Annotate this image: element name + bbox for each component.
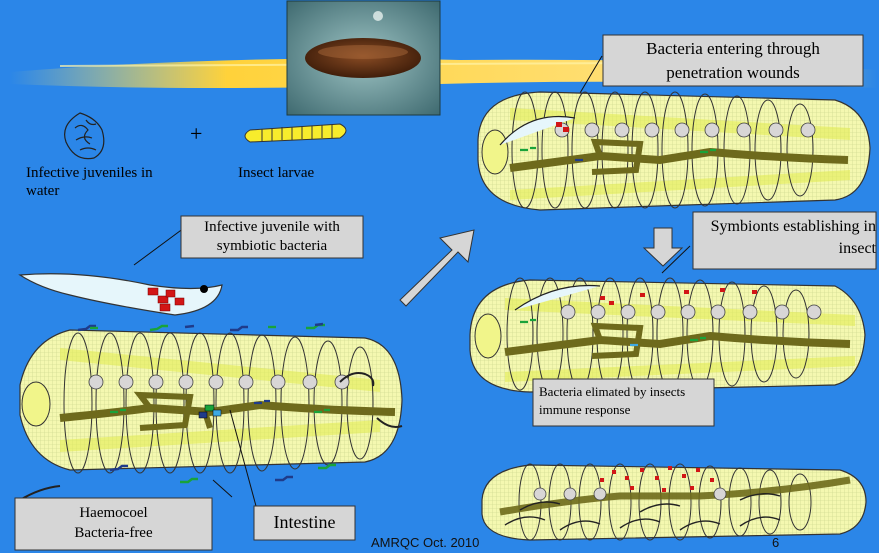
down-arrow (644, 228, 682, 266)
insect-larvae-label: Insect larvae (238, 164, 314, 182)
insect-larvae-icon (245, 124, 346, 142)
insect-body-left (20, 330, 402, 473)
insect-body-right-top (478, 92, 870, 210)
nematode-with-bacteria (20, 274, 222, 315)
larva-photo (287, 1, 440, 115)
plus-sign: + (190, 125, 202, 143)
infective-juveniles-icon (65, 113, 104, 159)
progress-arrow (400, 230, 474, 306)
symbionts-establishing-label: Symbionts establishing in insect (693, 212, 876, 269)
bacteria-eliminated-label: Bacteria elimated by insects immune resp… (533, 379, 714, 426)
insect-body-right-middle (470, 278, 865, 392)
insect-body-right-bottom (482, 464, 866, 540)
infective-juveniles-label: Infective juveniles in water (26, 164, 176, 200)
intestine-label: Intestine (254, 506, 355, 540)
footer-credit: AMRQC Oct. 2010 (371, 535, 479, 550)
bacteria-entering-label: Bacteria entering through penetration wo… (603, 35, 863, 86)
haemocoel-label: Haemocoel Bacteria-free (15, 498, 212, 550)
slide-number: 6 (772, 535, 779, 550)
ij-bacteria-label: Infective juvenile with symbiotic bacter… (181, 216, 363, 258)
